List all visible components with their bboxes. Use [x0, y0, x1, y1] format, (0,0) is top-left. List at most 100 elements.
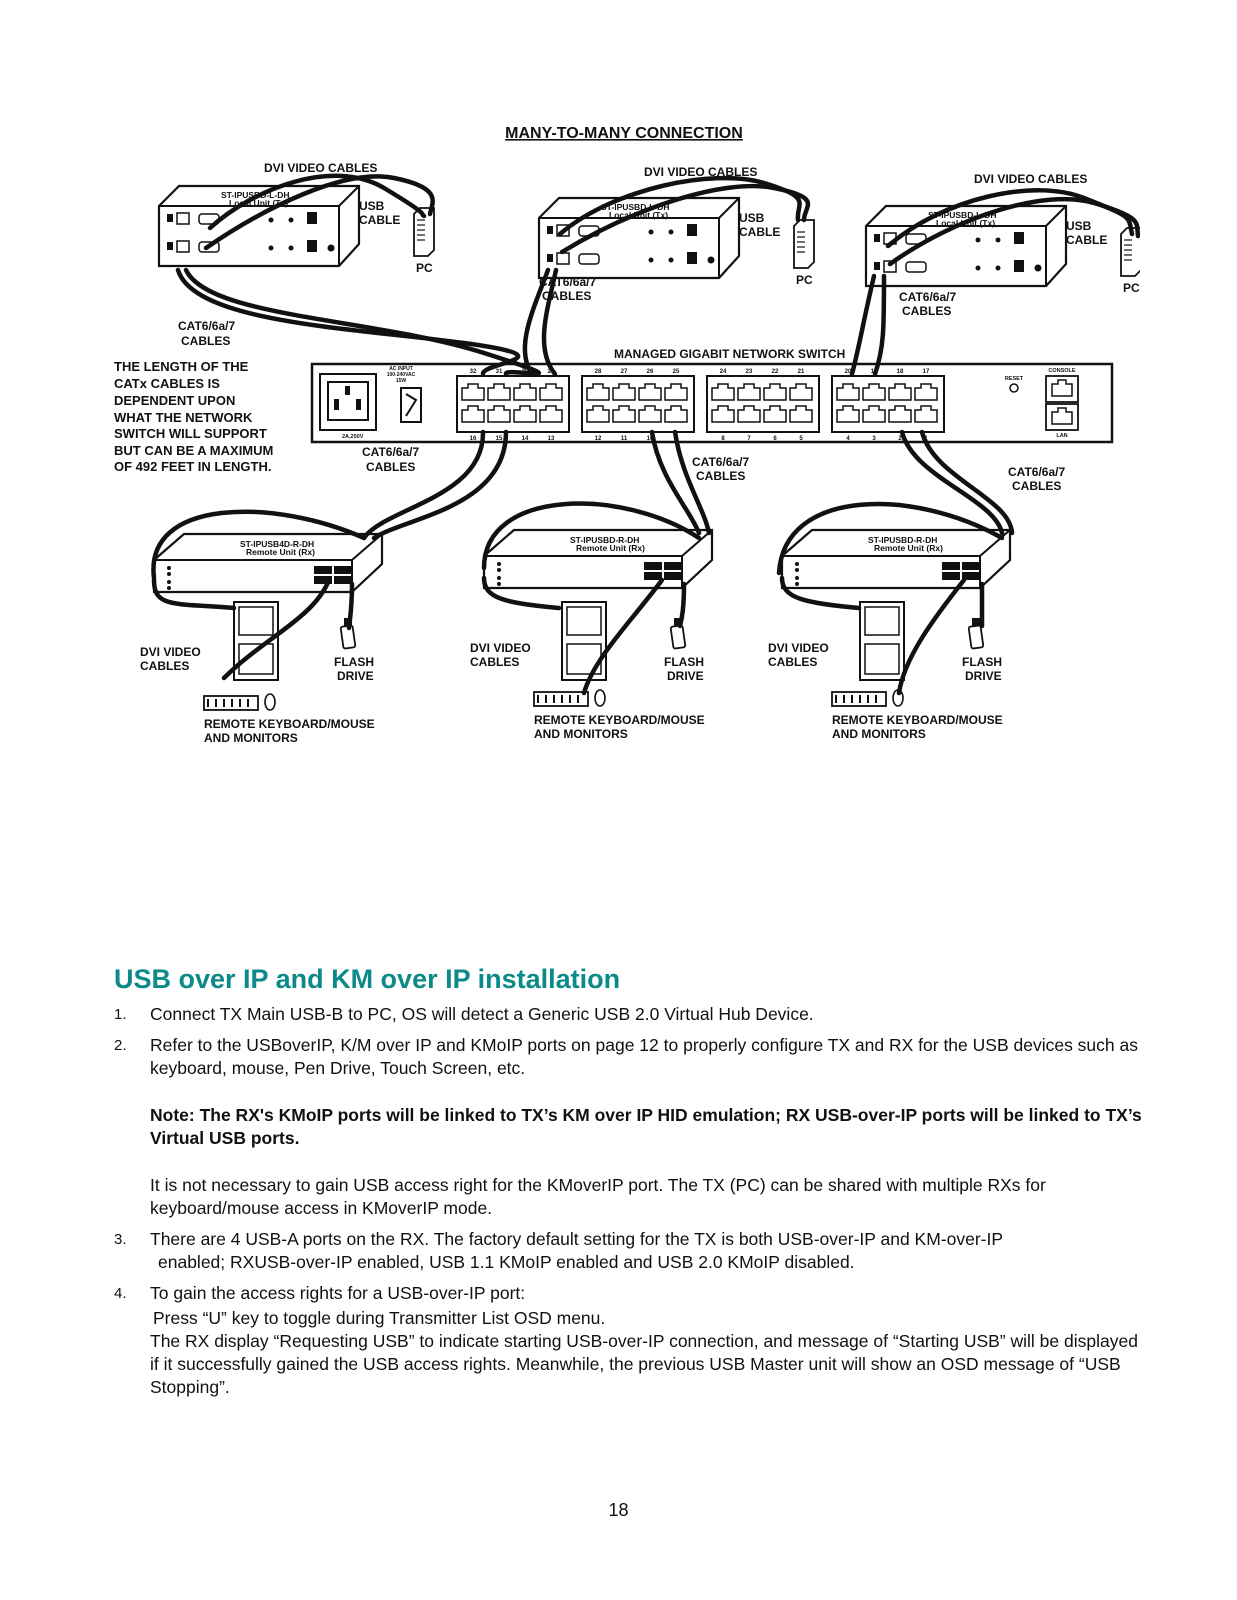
svg-text:DRIVE: DRIVE	[337, 669, 374, 683]
svg-text:17: 17	[923, 369, 930, 375]
switch-port	[638, 383, 662, 401]
switch-port	[513, 383, 537, 401]
svg-text:Local Unit (Tx): Local Unit (Tx)	[229, 198, 288, 208]
svg-text:SWITCH WILL SUPPORT: SWITCH WILL SUPPORT	[114, 426, 267, 441]
step-text: Refer to the USBoverIP, K/M over IP and …	[150, 1035, 1138, 1078]
switch-port	[737, 405, 761, 423]
network-switch: 2A,250V AC INPUT 100-240VAC 15W 32163115…	[310, 362, 1114, 444]
svg-text:28: 28	[595, 369, 602, 375]
cables-label-rx3: CABLES	[1012, 479, 1061, 493]
cables-label-rx1: CABLES	[366, 460, 415, 474]
switch-port	[612, 383, 636, 401]
switch-port	[914, 405, 938, 423]
step-4: 4. To gain the access rights for a USB-o…	[114, 1282, 1144, 1305]
svg-text:13: 13	[548, 436, 555, 442]
svg-text:CABLES: CABLES	[470, 655, 519, 669]
power-switch	[400, 387, 422, 423]
switch-port	[711, 405, 735, 423]
svg-text:15: 15	[496, 436, 503, 442]
step-4-line-2: The RX display “Requesting USB” to indic…	[150, 1331, 1138, 1397]
svg-text:DVI VIDEO CABLES: DVI VIDEO CABLES	[644, 165, 757, 179]
cat-label-rx3: CAT6/6a/7	[1008, 465, 1065, 479]
diagram-title: MANY-TO-MANY CONNECTION	[505, 125, 743, 142]
svg-text:23: 23	[746, 369, 753, 375]
switch-port	[539, 383, 563, 401]
svg-text:21: 21	[798, 369, 805, 375]
note: Note: The RX's KMoIP ports will be linke…	[150, 1105, 1142, 1148]
svg-text:10: 10	[647, 436, 654, 442]
svg-text:OF 492 FEET IN LENGTH.: OF 492 FEET IN LENGTH.	[114, 459, 271, 474]
monitors-3	[859, 601, 905, 681]
svg-text:AND MONITORS: AND MONITORS	[534, 727, 628, 741]
step-text: There are 4 USB-A ports on the RX. The f…	[150, 1229, 1004, 1249]
switch-port	[539, 405, 563, 423]
svg-text:REMOTE KEYBOARD/MOUSE: REMOTE KEYBOARD/MOUSE	[832, 713, 1003, 727]
svg-text:DVI VIDEO: DVI VIDEO	[140, 645, 201, 659]
svg-text:ST-IPUSB4D-R-DH: ST-IPUSB4D-R-DH	[240, 539, 314, 549]
step-number: 3.	[114, 1231, 127, 1248]
svg-text:FLASH: FLASH	[962, 655, 1002, 669]
svg-text:USB: USB	[739, 211, 765, 225]
step-number: 2.	[114, 1037, 127, 1054]
svg-text:REMOTE KEYBOARD/MOUSE: REMOTE KEYBOARD/MOUSE	[534, 713, 705, 727]
svg-text:25: 25	[673, 369, 680, 375]
svg-text:24: 24	[720, 369, 727, 375]
switch-port	[711, 383, 735, 401]
switch-port	[612, 405, 636, 423]
step-number: 4.	[114, 1285, 127, 1302]
svg-text:DVI VIDEO CABLES: DVI VIDEO CABLES	[974, 172, 1087, 186]
svg-text:Remote Unit (Rx): Remote Unit (Rx)	[576, 543, 645, 553]
cat-label-left: CAT6/6a/7	[178, 319, 235, 333]
installation-steps: 1. Connect TX Main USB-B to PC, OS will …	[114, 1003, 1144, 1399]
svg-text:DRIVE: DRIVE	[965, 669, 1002, 683]
svg-text:Remote Unit (Rx): Remote Unit (Rx)	[874, 543, 943, 553]
length-note: THE LENGTH OF THE CATx CABLES IS DEPENDE…	[114, 359, 273, 474]
svg-text:USB: USB	[1066, 219, 1092, 233]
svg-text:DRIVE: DRIVE	[667, 669, 704, 683]
step-text: Connect TX Main USB-B to PC, OS will det…	[150, 1004, 814, 1024]
svg-text:CABLES: CABLES	[140, 659, 189, 673]
svg-text:USB: USB	[359, 199, 385, 213]
svg-text:LAN: LAN	[1056, 433, 1067, 439]
svg-text:FLASH: FLASH	[334, 655, 374, 669]
svg-text:REMOTE KEYBOARD/MOUSE: REMOTE KEYBOARD/MOUSE	[204, 717, 375, 731]
svg-text:ST-IPUSBD-L-DH: ST-IPUSBD-L-DH	[601, 202, 669, 212]
svg-text:CABLE: CABLE	[359, 213, 400, 227]
reset-button	[1009, 383, 1019, 393]
svg-text:CATx CABLES IS: CATx CABLES IS	[114, 376, 220, 391]
svg-text:CABLE: CABLE	[739, 225, 780, 239]
page-number: 18	[608, 1500, 629, 1520]
cables-label-tx3: CABLES	[902, 304, 951, 318]
svg-text:15W: 15W	[396, 378, 407, 384]
cat-label-rx2: CAT6/6a/7	[692, 455, 749, 469]
step-3: 3. There are 4 USB-A ports on the RX. Th…	[114, 1228, 1144, 1274]
cables	[151, 173, 1140, 696]
switch-label: MANAGED GIGABIT NETWORK SWITCH	[614, 347, 845, 361]
switch-port	[664, 383, 688, 401]
switch-port	[888, 383, 912, 401]
cat-label-rx1: CAT6/6a/7	[362, 445, 419, 459]
svg-text:AND MONITORS: AND MONITORS	[832, 727, 926, 741]
svg-text:RESET: RESET	[1005, 376, 1024, 382]
switch-port	[836, 383, 860, 401]
svg-text:5: 5	[799, 436, 803, 442]
svg-text:4: 4	[846, 436, 850, 442]
svg-text:AND MONITORS: AND MONITORS	[204, 731, 298, 745]
switch-port	[862, 383, 886, 401]
svg-text:CABLES: CABLES	[768, 655, 817, 669]
svg-text:Remote Unit (Rx): Remote Unit (Rx)	[246, 547, 315, 557]
switch-port	[487, 383, 511, 401]
svg-text:3: 3	[872, 436, 876, 442]
svg-text:DVI VIDEO CABLES: DVI VIDEO CABLES	[264, 161, 377, 175]
svg-text:12: 12	[595, 436, 602, 442]
svg-text:ST-IPUSBD-R-DH: ST-IPUSBD-R-DH	[570, 535, 639, 545]
svg-text:ST-IPUSBD-L-DH: ST-IPUSBD-L-DH	[928, 210, 996, 220]
svg-text:22: 22	[772, 369, 779, 375]
svg-text:BUT CAN BE A MAXIMUM: BUT CAN BE A MAXIMUM	[114, 443, 273, 458]
switch-port	[513, 405, 537, 423]
switch-port	[836, 405, 860, 423]
